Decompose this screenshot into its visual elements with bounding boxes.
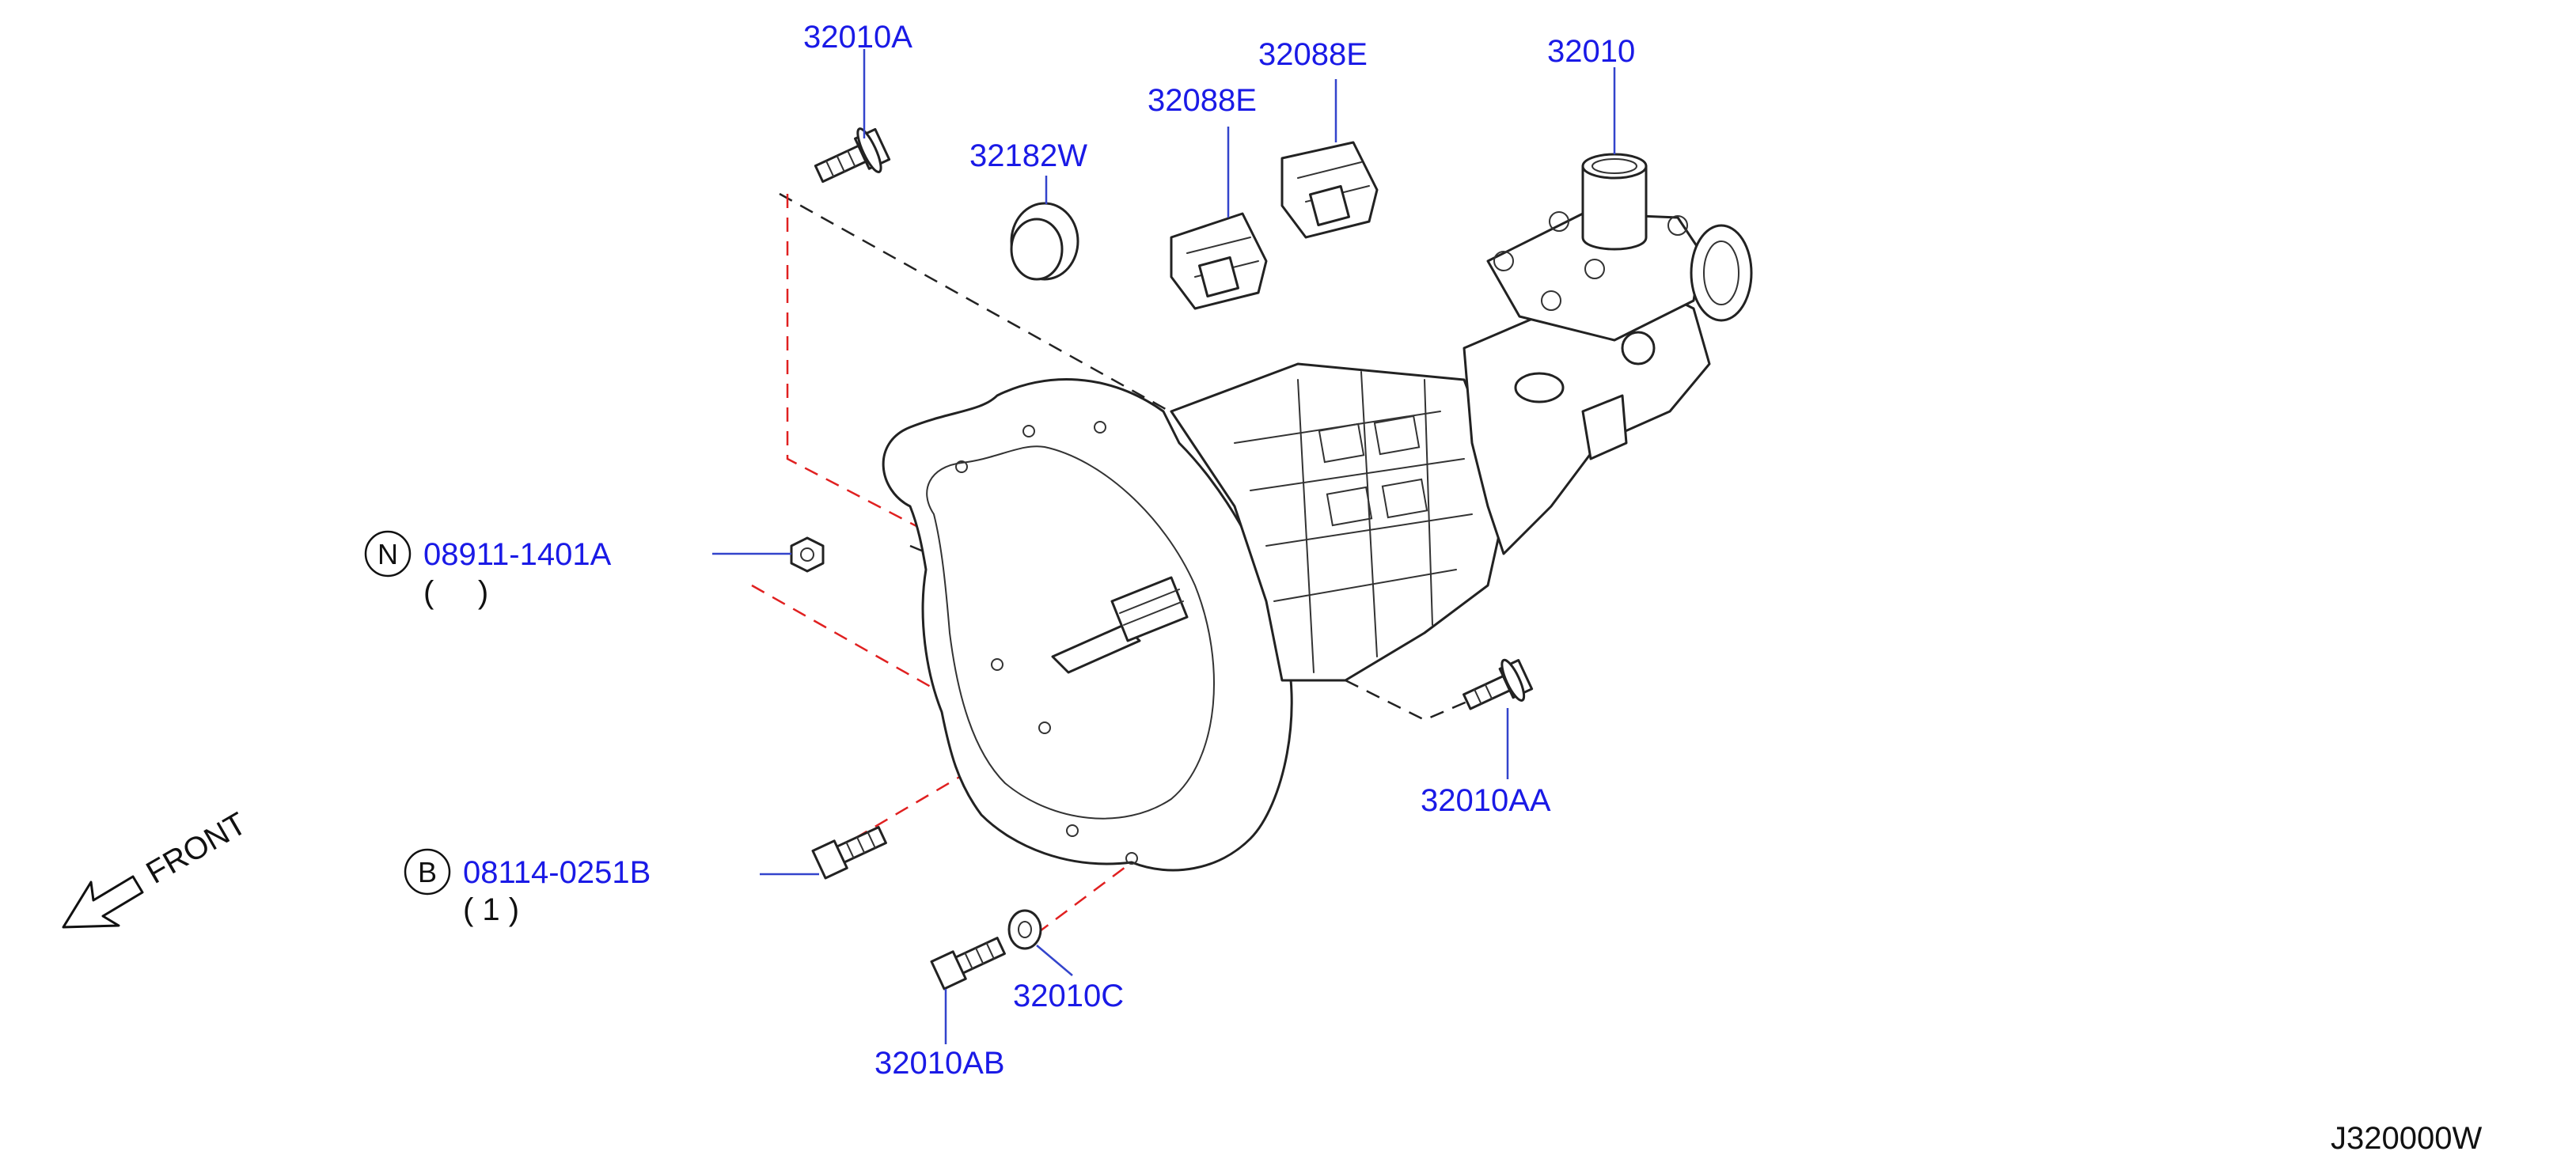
label-32010c: 32010C [1013, 979, 1124, 1013]
bolt-badge-circle [404, 848, 451, 896]
leader-lines [712, 49, 1616, 1044]
bolt-08114-0251b [811, 826, 887, 880]
label-32182w: 32182W [969, 138, 1087, 173]
bolt-quantity: ( 1 ) [463, 892, 519, 927]
label-32010a: 32010A [803, 20, 912, 55]
front-label: FRONT [141, 806, 252, 891]
nut-08911-1401a [790, 536, 825, 573]
bolt-32010a [814, 127, 891, 184]
bolt-badge-letter: B [418, 856, 437, 888]
label-08911-1401a: 08911-1401A [423, 537, 612, 572]
boot-32088e-right [1280, 141, 1379, 239]
label-32010aa: 32010AA [1421, 783, 1551, 818]
nut-callout: N 08911-1401A ( ) [364, 530, 612, 610]
bolt-callout: B 08114-0251B ( 1 ) [404, 848, 651, 927]
nut-badge-letter: N [377, 538, 398, 570]
front-arrow-icon [62, 875, 144, 929]
bolt-32010ab [930, 937, 1006, 990]
label-32088e-right: 32088E [1258, 37, 1368, 72]
washer-32010c [1007, 909, 1042, 950]
nut-quantity: ( ) [423, 575, 488, 610]
label-32088e-left: 32088E [1148, 83, 1257, 118]
transmission-assembly [882, 153, 1753, 872]
bolt-32010aa [1463, 658, 1534, 710]
label-08114-0251b: 08114-0251B [463, 855, 651, 890]
front-direction-indicator: FRONT [62, 806, 252, 929]
label-32010: 32010 [1547, 34, 1635, 69]
label-32010ab: 32010AB [874, 1046, 1005, 1081]
nut-badge-circle [364, 530, 412, 578]
seal-32182w [1010, 202, 1079, 281]
diagram-code: J320000W [2331, 1121, 2482, 1156]
boot-32088e-left [1170, 212, 1268, 310]
